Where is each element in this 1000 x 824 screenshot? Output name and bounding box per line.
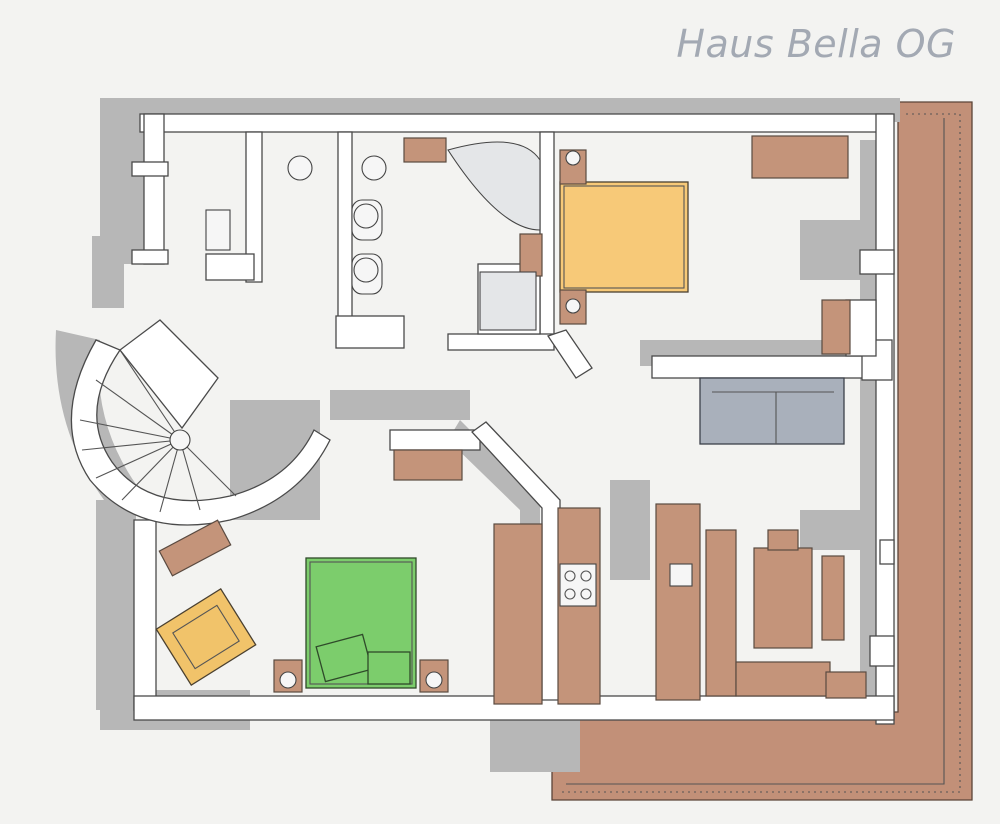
spiral-staircase	[70, 319, 331, 526]
nightstands	[273, 149, 587, 693]
sofa	[699, 377, 845, 445]
terrace	[551, 101, 973, 801]
dining-table	[753, 529, 845, 649]
kitchen	[493, 503, 867, 705]
walls	[131, 113, 895, 725]
bathroom	[205, 141, 541, 331]
cabinets	[158, 135, 851, 577]
bed-green	[305, 557, 417, 689]
bed-yellow	[559, 181, 689, 293]
armchair	[155, 587, 257, 687]
plan-title: Haus Bella OG	[676, 22, 956, 66]
